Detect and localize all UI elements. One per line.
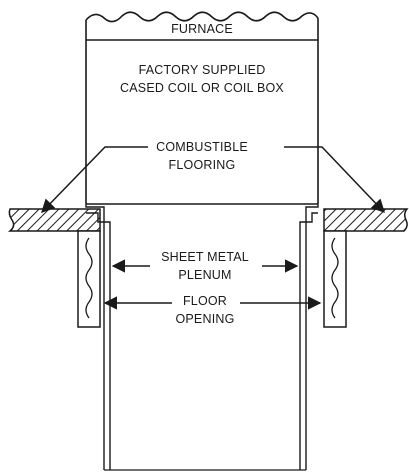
joist-right (323, 230, 347, 328)
flooring-arrow-left (41, 146, 148, 213)
sheet-metal-plenum (85, 204, 319, 471)
combustible-flooring-label-line2: FLOORING (169, 158, 236, 172)
flooring-arrow-right (284, 146, 385, 213)
combustible-flooring-label-line1: COMBUSTIBLE (156, 140, 248, 154)
furnace-cabinet (85, 11, 319, 205)
plenum-label-line2: PLENUM (178, 268, 231, 282)
coil-box-label-line1: FACTORY SUPPLIED (139, 63, 266, 77)
joist-left (77, 230, 101, 328)
floor-opening-label-line2: OPENING (175, 312, 234, 326)
coil-box-label-line2: CASED COIL OR COIL BOX (120, 81, 284, 95)
flooring-right (323, 208, 409, 232)
furnace-label: FURNACE (171, 22, 233, 36)
plenum-label-line1: SHEET METAL (161, 250, 249, 264)
floor-opening-label-line1: FLOOR (183, 294, 227, 308)
flooring-left (7, 208, 101, 232)
